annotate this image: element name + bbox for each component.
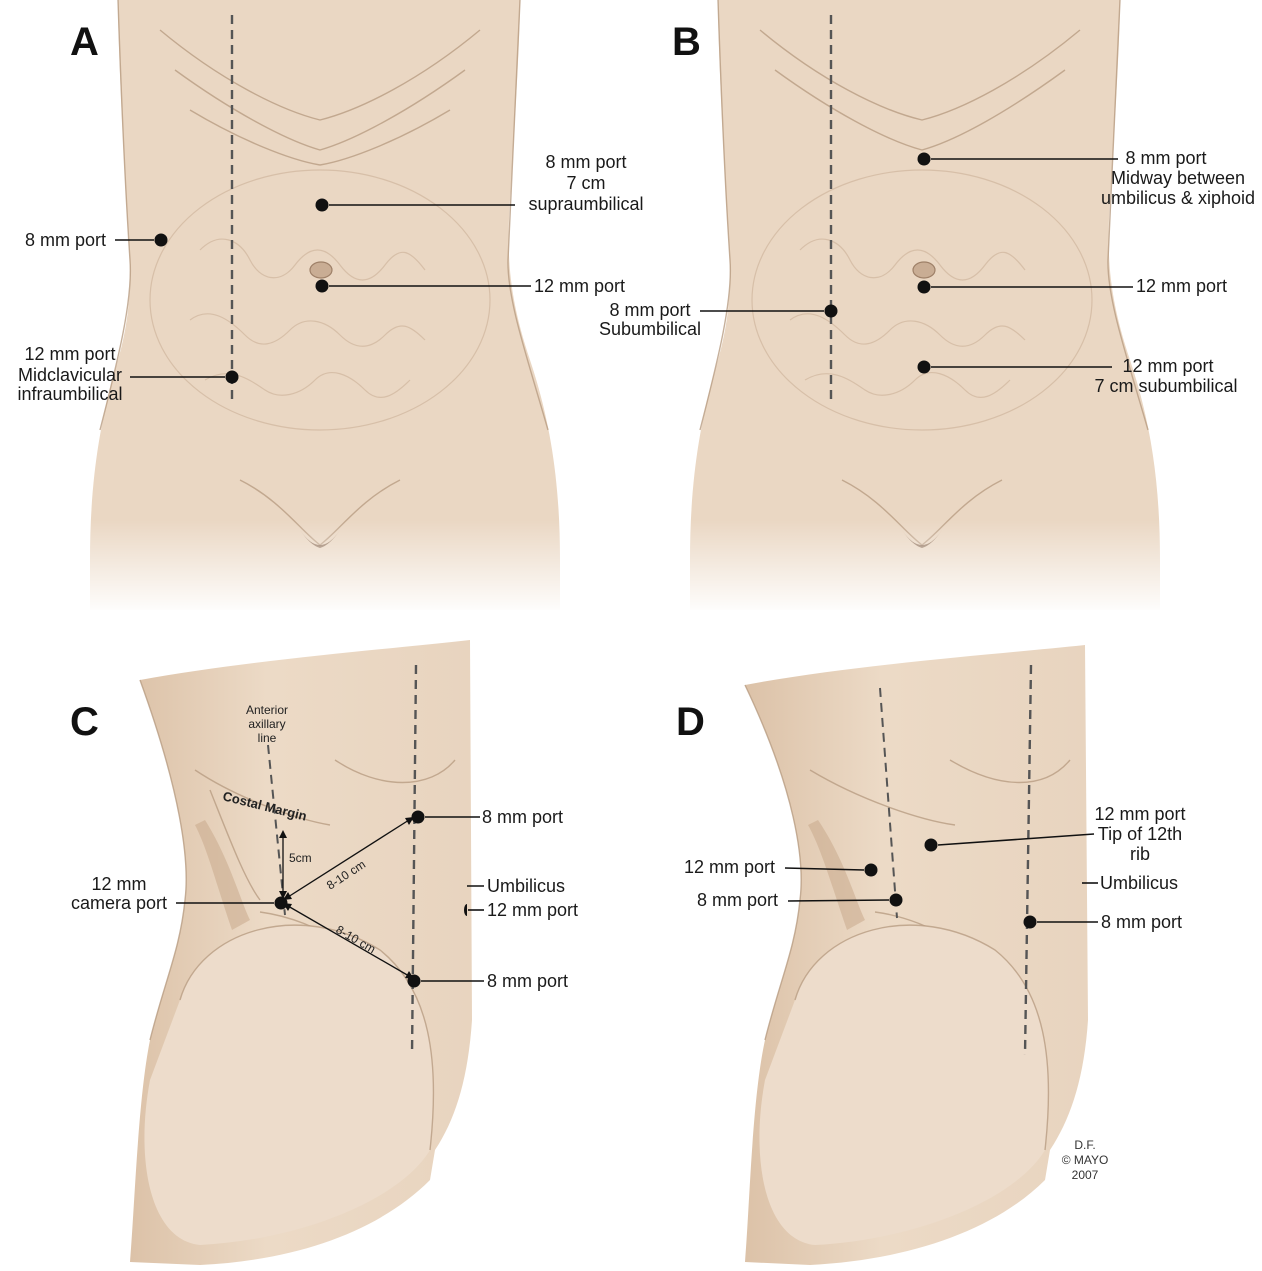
label-umbilicus-c: Umbilicus bbox=[487, 876, 565, 896]
label-port-upper-a-1: 8 mm port bbox=[545, 152, 626, 172]
port-marker-upper-c bbox=[412, 811, 425, 824]
label-port-sub-b-1: 8 mm port bbox=[609, 300, 690, 320]
label-port-umbilical-b: 12 mm port bbox=[1136, 276, 1227, 296]
credit-line-3: 2007 bbox=[1072, 1168, 1099, 1182]
port-marker-upper-a bbox=[316, 199, 329, 212]
torso-illustration-a bbox=[60, 0, 600, 615]
label-port-left-upper-d: 12 mm port bbox=[684, 857, 775, 877]
panel-a: A 8 mm port 8 mm port 7 cm supraumbilica… bbox=[17, 0, 643, 615]
port-marker-right-d bbox=[1024, 916, 1037, 929]
label-port-upper-a-3: supraumbilical bbox=[528, 194, 643, 214]
leader-left-lower-d bbox=[788, 900, 889, 901]
flank-illustration-c bbox=[130, 640, 472, 1265]
credit-line-2: © MAYO bbox=[1062, 1153, 1109, 1167]
port-marker-lower-a bbox=[226, 371, 239, 384]
flank-illustration-d bbox=[745, 645, 1088, 1265]
artist-credit: D.F. © MAYO 2007 bbox=[1062, 1138, 1109, 1182]
label-port-upper-b-2: Midway between bbox=[1111, 168, 1245, 188]
label-port-umbilical-c: 12 mm port bbox=[487, 900, 578, 920]
label-port-lower-a-2: Midclavicular bbox=[18, 365, 122, 385]
port-marker-left-lower-d bbox=[890, 894, 903, 907]
label-axillary-c-2: axillary bbox=[248, 717, 285, 731]
label-camera-c-2: camera port bbox=[71, 893, 167, 913]
port-marker-upper-b bbox=[918, 153, 931, 166]
label-umbilicus-d: Umbilicus bbox=[1100, 873, 1178, 893]
label-port-upper-b-1: 8 mm port bbox=[1125, 148, 1206, 168]
port-marker-sub-b bbox=[825, 305, 838, 318]
label-axillary-c-1: Anterior bbox=[246, 703, 288, 717]
label-port-lower-c: 8 mm port bbox=[487, 971, 568, 991]
label-port-left-lower-d: 8 mm port bbox=[697, 890, 778, 910]
label-port-upper-b-3: umbilicus & xiphoid bbox=[1101, 188, 1255, 208]
panel-letter-b: B bbox=[672, 20, 701, 64]
panel-letter-d: D bbox=[676, 700, 705, 744]
panel-c: C Anterior axillary line Costal Margin 5… bbox=[70, 640, 578, 1265]
label-port-left-a: 8 mm port bbox=[25, 230, 106, 250]
label-port-lower-a-3: infraumbilical bbox=[17, 384, 122, 404]
label-port-upper-a-2: 7 cm bbox=[566, 173, 605, 193]
label-rib-d-2: Tip of 12th bbox=[1098, 824, 1182, 844]
port-marker-umbilical-b bbox=[918, 281, 931, 294]
port-marker-lower-c bbox=[408, 975, 421, 988]
port-marker-umbilical-a bbox=[316, 280, 329, 293]
panel-d: D 12 mm port Tip of 12th rib 12 mm port … bbox=[676, 645, 1186, 1265]
credit-line-1: D.F. bbox=[1074, 1138, 1095, 1152]
panel-letter-a: A bbox=[70, 20, 99, 64]
panel-b: B 8 mm port Midway between umbilicus & x… bbox=[599, 0, 1255, 615]
port-marker-lower-b bbox=[918, 361, 931, 374]
label-axillary-c-3: line bbox=[258, 731, 277, 745]
label-rib-d-1: 12 mm port bbox=[1094, 804, 1185, 824]
port-marker-left-upper-d bbox=[865, 864, 878, 877]
label-port-upper-c: 8 mm port bbox=[482, 807, 563, 827]
port-marker-left-a bbox=[155, 234, 168, 247]
torso-illustration-b bbox=[660, 0, 1220, 615]
label-port-lower-b-1: 12 mm port bbox=[1122, 356, 1213, 376]
panel-letter-c: C bbox=[70, 700, 99, 744]
label-port-lower-a-1: 12 mm port bbox=[24, 344, 115, 364]
label-5cm-c: 5cm bbox=[289, 851, 312, 865]
label-rib-d-3: rib bbox=[1130, 844, 1150, 864]
label-port-umbilical-a: 12 mm port bbox=[534, 276, 625, 296]
port-marker-camera-c bbox=[275, 897, 288, 910]
label-port-sub-b-2: Subumbilical bbox=[599, 319, 701, 339]
label-port-right-d: 8 mm port bbox=[1101, 912, 1182, 932]
label-port-lower-b-2: 7 cm subumbilical bbox=[1094, 376, 1237, 396]
port-marker-rib-d bbox=[925, 839, 938, 852]
label-camera-c-1: 12 mm bbox=[91, 874, 146, 894]
